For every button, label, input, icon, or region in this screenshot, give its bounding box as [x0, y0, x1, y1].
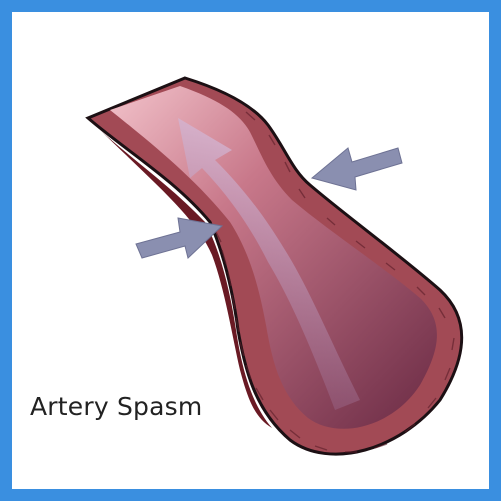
compression-arrow-right-icon	[312, 148, 402, 190]
caption-label: Artery Spasm	[30, 392, 202, 421]
compression-arrow-left-icon	[136, 218, 222, 258]
